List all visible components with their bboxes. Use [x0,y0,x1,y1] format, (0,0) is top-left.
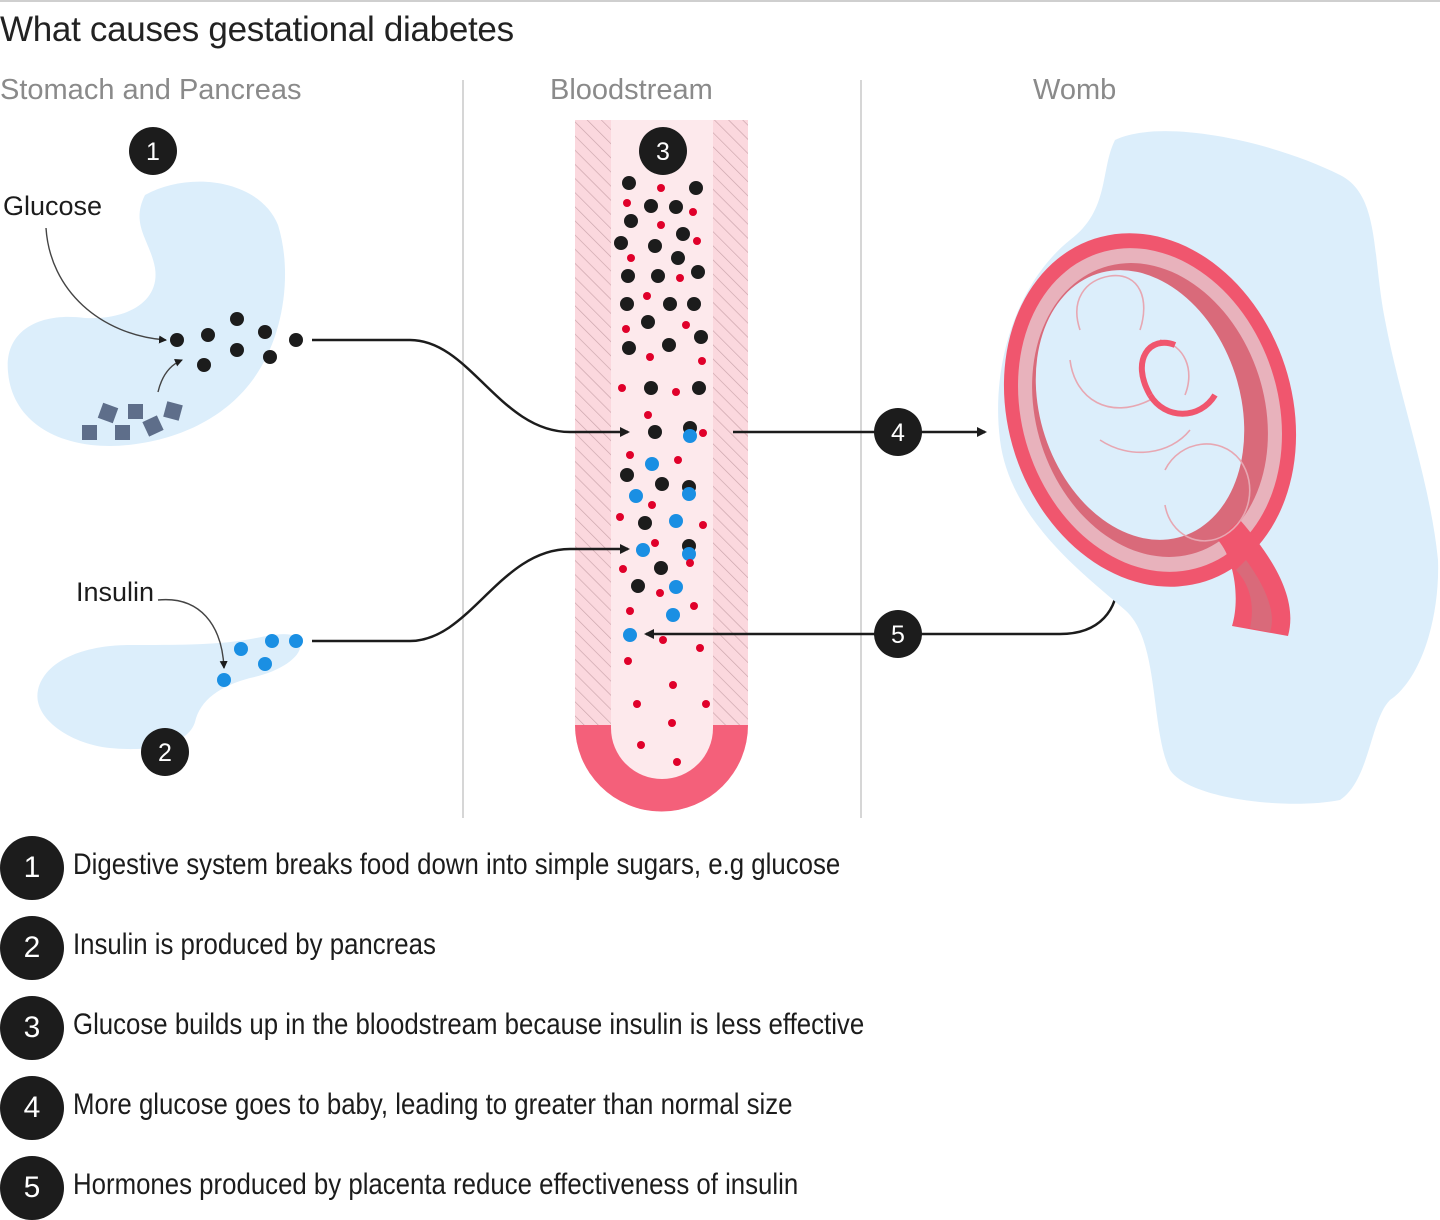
arrow-insulin-to-bloodstream [312,544,630,643]
svg-text:2: 2 [158,739,172,767]
column-heading-womb: Womb [1033,74,1117,106]
legend-number-badge: 5 [0,1156,64,1220]
badge-4: 4 [874,408,922,456]
svg-text:3: 3 [656,138,670,166]
legend-number-badge: 4 [0,1076,64,1140]
svg-text:1: 1 [146,138,160,166]
legend-number-badge: 3 [0,996,64,1060]
stomach-shape [7,181,286,446]
legend-text: Insulin is produced by pancreas [73,928,436,961]
badge-2: 2 [141,728,189,776]
insulin-label-arrow [157,598,228,669]
badge-5: 5 [874,610,922,658]
badge-3: 3 [639,127,687,175]
food-blocks [82,401,183,440]
pancreas-shape [37,634,301,750]
bloodstream-red-cells [616,184,710,766]
legend-number-badge: 1 [0,836,64,900]
insulin-label: Insulin [76,577,154,607]
blood-vessel [575,120,748,812]
arrow-glucose-to-bloodstream [312,338,630,437]
svg-text:5: 5 [891,621,905,649]
svg-text:4: 4 [891,419,905,447]
glucose-label-arrow [45,227,167,344]
glucose-label: Glucose [3,191,102,221]
top-rule [0,0,1440,2]
legend-text: Hormones produced by placenta reduce eff… [73,1168,799,1201]
legend-text: Digestive system breaks food down into s… [73,848,841,881]
badge-1: 1 [129,127,177,175]
column-heading-stomach-pancreas: Stomach and Pancreas [0,74,302,106]
pancreas-insulin-dots [217,634,303,687]
legend-number-badge: 2 [0,916,64,980]
column-heading-bloodstream: Bloodstream [550,74,713,106]
bloodstream-insulin-dots [623,429,697,642]
legend-text: Glucose builds up in the bloodstream bec… [73,1008,865,1041]
food-to-glucose-arrow [157,359,183,393]
diagram: Glucose Insulin [3,80,1439,818]
stomach-glucose-dots [170,312,303,372]
legend-text: More glucose goes to baby, leading to gr… [73,1088,793,1121]
bloodstream-glucose-dots [614,176,708,593]
womb-illustration [998,131,1439,804]
page-title: What causes gestational diabetes [0,10,514,49]
